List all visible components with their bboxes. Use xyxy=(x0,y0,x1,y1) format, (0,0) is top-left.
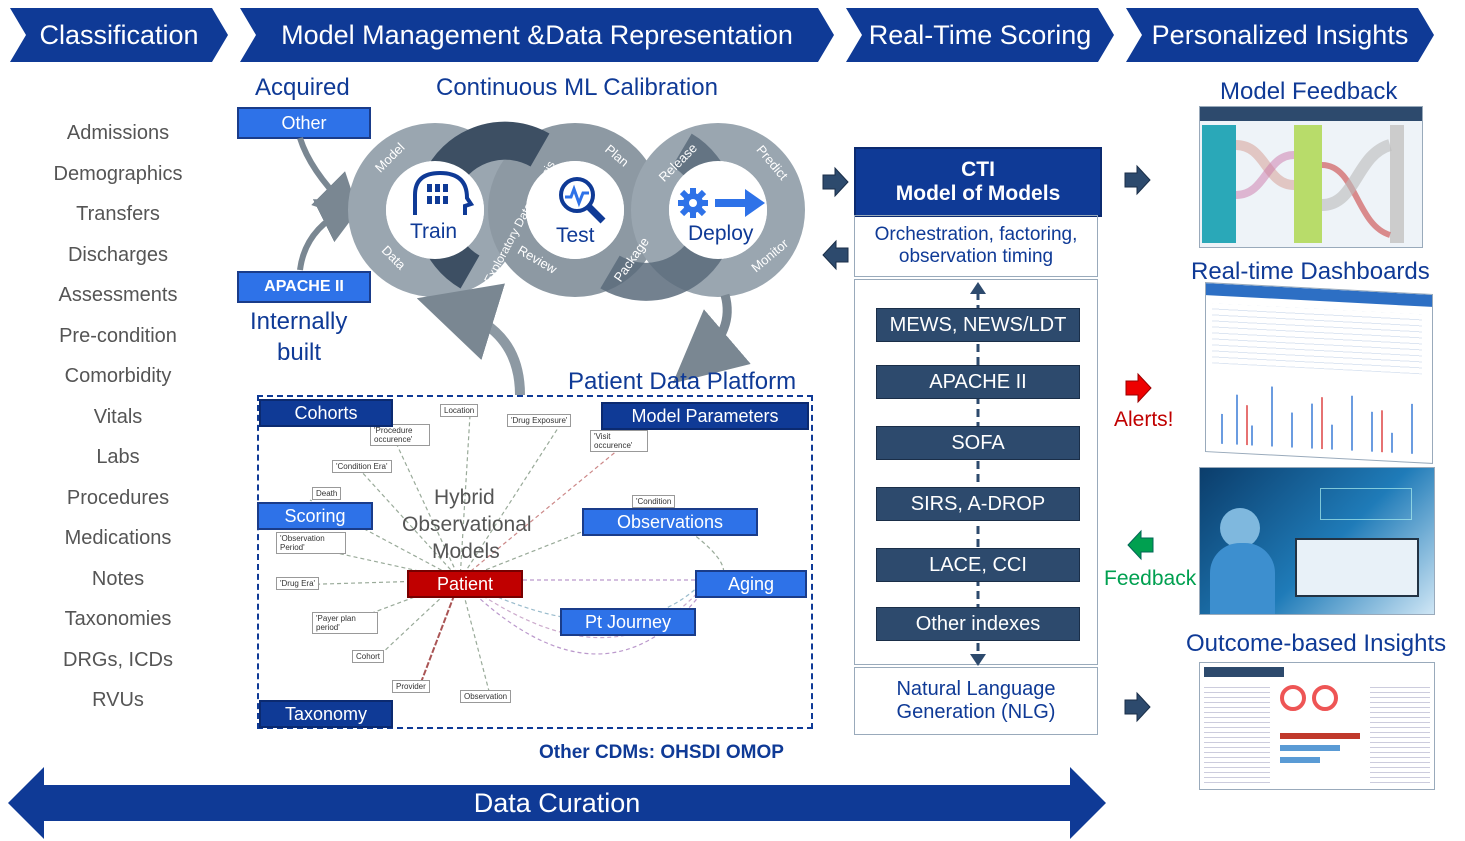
classification-item: Assessments xyxy=(58,284,178,306)
alerts-label: Alerts! xyxy=(1114,408,1174,431)
nlg-line-2: Generation (NLG) xyxy=(896,701,1056,723)
omop-graph-edges xyxy=(289,414,725,696)
node-observation: Observation xyxy=(460,690,512,703)
orchestration-box: Orchestration, factoring, observation ti… xyxy=(854,215,1098,277)
test-label: Test xyxy=(556,224,595,247)
node-condition: 'Condition xyxy=(632,495,676,508)
score-item: LACE, CCI xyxy=(876,548,1080,582)
classification-item: Taxonomies xyxy=(64,608,172,630)
other-cdms-label: Other CDMs: OHSDI OMOP xyxy=(539,742,784,763)
node-drug-era: 'Drug Era' xyxy=(276,577,320,590)
cohorts-box: Cohorts xyxy=(259,399,393,427)
hybrid-label-2: Observational xyxy=(402,513,532,536)
classification-item: Discharges xyxy=(67,243,169,266)
dashboard-thumbnail xyxy=(1205,282,1433,464)
calibration-title: Continuous ML Calibration xyxy=(436,74,718,101)
hybrid-label-3: Models xyxy=(432,540,500,563)
observations-box: Observations xyxy=(582,508,758,536)
chevron-classification: Classification xyxy=(10,8,228,62)
cti-label: CTI xyxy=(961,158,995,181)
calibration-cycle xyxy=(297,121,805,396)
connector-arrows xyxy=(822,164,1154,723)
chevron-model-management: Model Management &Data Representation xyxy=(240,8,834,62)
chevron-personalized-insights: Personalized Insights xyxy=(1126,8,1434,62)
node-condition-era: 'Condition Era' xyxy=(332,460,392,473)
gear-icon xyxy=(678,188,708,218)
hybrid-label-1: Hybrid xyxy=(434,486,495,509)
classification-item: RVUs xyxy=(92,689,144,711)
score-item: SIRS, A-DROP xyxy=(876,487,1080,521)
model-feedback-thumbnail xyxy=(1199,106,1423,248)
classification-item: Demographics xyxy=(53,162,183,185)
node-payer-plan: 'Payer plan period' xyxy=(312,612,378,634)
outcome-report-thumbnail xyxy=(1199,662,1435,790)
magnifier-icon xyxy=(559,177,606,224)
classification-item: Labs xyxy=(96,446,140,468)
classification-item: Vitals xyxy=(93,405,143,428)
data-curation-label: Data Curation xyxy=(473,788,641,818)
train-label: Train xyxy=(410,220,458,243)
patient-platform-title: Patient Data Platform xyxy=(568,368,797,395)
score-item: Other indexes xyxy=(876,607,1080,641)
patient-platform-frame xyxy=(257,395,813,729)
classification-item: DRGs, ICDs xyxy=(63,648,173,671)
taxonomy-box: Taxonomy xyxy=(259,700,393,728)
pt-journey-box: Pt Journey xyxy=(560,608,696,636)
classification-item: Pre-condition xyxy=(59,324,177,347)
orchestration-line-1: Orchestration, factoring, xyxy=(874,224,1078,245)
node-provider: Provider xyxy=(392,680,430,693)
aging-box: Aging xyxy=(695,570,807,598)
classification-item: Procedures xyxy=(66,486,170,509)
scores-frame xyxy=(854,279,1098,665)
deploy-arrow-icon xyxy=(715,189,765,217)
model-feedback-title: Model Feedback xyxy=(1220,78,1398,105)
other-box: Other xyxy=(237,107,371,139)
model-parameters-box: Model Parameters xyxy=(601,402,809,430)
score-item: MEWS, NEWS/LDT xyxy=(876,308,1080,342)
scoring-box: Scoring xyxy=(257,502,373,530)
internally-label: Internally xyxy=(250,308,348,335)
node-procedure-occurence: 'Procedure occurence' xyxy=(370,424,430,446)
apache-box: APACHE II xyxy=(237,271,371,303)
classification-item: Transfers xyxy=(76,203,160,225)
ml-head-icon xyxy=(413,170,475,215)
feedback-label: Feedback xyxy=(1104,567,1197,590)
acquired-label: Acquired xyxy=(255,74,350,101)
classification-item: Comorbidity xyxy=(64,365,172,387)
nlg-box: Natural Language Generation (NLG) xyxy=(854,667,1098,735)
built-label: built xyxy=(277,339,322,366)
outcome-insights-title: Outcome-based Insights xyxy=(1186,630,1447,657)
node-drug-exposure: 'Drug Exposure' xyxy=(507,414,572,427)
classification-item: Notes xyxy=(91,567,145,590)
nlg-line-1: Natural Language xyxy=(896,678,1056,700)
node-cohort: Cohort xyxy=(352,650,385,663)
score-item: APACHE II xyxy=(876,365,1080,399)
node-visit-occurence: 'Visit occurence' xyxy=(590,430,648,452)
realtime-dashboards-title: Real-time Dashboards xyxy=(1191,258,1430,285)
scores-axis-arrow xyxy=(970,282,986,666)
clinician-photo xyxy=(1199,467,1435,615)
deploy-label: Deploy xyxy=(688,222,754,245)
node-death: Death xyxy=(312,487,342,500)
node-location: Location xyxy=(440,404,479,417)
cti-model-of-models: CTI Model of Models xyxy=(854,147,1102,217)
classification-item: Medications xyxy=(64,527,172,549)
patient-box: Patient xyxy=(407,570,523,598)
classification-item: Admissions xyxy=(66,122,170,144)
node-observation-period: 'Observation Period' xyxy=(276,532,346,554)
orchestration-line-2: observation timing xyxy=(898,246,1054,267)
score-item: SOFA xyxy=(876,426,1080,460)
chevron-real-time-scoring: Real-Time Scoring xyxy=(846,8,1114,62)
model-of-models-label: Model of Models xyxy=(895,182,1061,205)
